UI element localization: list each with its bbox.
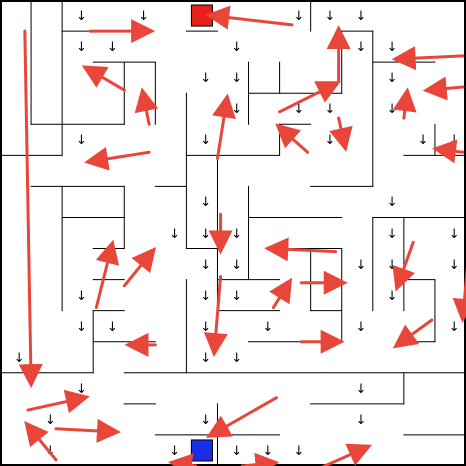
cell-down-arrow-icon: ↓ [200,412,212,428]
move-arrow [212,93,236,160]
cell-down-arrow-icon: ↓ [200,195,212,211]
move-arrow [26,389,90,414]
move-arrow [24,420,58,462]
move-arrow [168,453,198,466]
move-arrow [320,443,373,466]
cell-down-arrow-icon: ↓ [355,319,367,335]
cell-down-arrow-icon: ↓ [200,257,212,273]
cell-down-arrow-icon: ↓ [386,257,398,273]
move-arrow [392,318,434,349]
cell-down-arrow-icon: ↓ [324,102,336,118]
move-arrow [205,5,294,30]
cell-down-arrow-icon: ↓ [386,71,398,87]
move-arrow [81,65,126,92]
cell-down-arrow-icon: ↓ [293,444,305,460]
move-arrow [240,452,280,466]
cell-down-arrow-icon: ↓ [231,350,243,366]
cell-down-arrow-icon: ↓ [386,195,398,211]
cell-down-arrow-icon: ↓ [293,102,305,118]
cell-down-arrow-icon: ↓ [324,9,336,25]
cell-down-arrow-icon: ↓ [231,226,243,242]
cell-down-arrow-icon: ↓ [200,133,212,149]
move-arrow [18,29,43,389]
cell-down-arrow-icon: ↓ [293,9,305,25]
move-arrow [54,418,121,443]
cell-down-arrow-icon: ↓ [386,288,398,304]
start-square [190,439,213,462]
cell-down-arrow-icon: ↓ [355,9,367,25]
move-arrow [269,277,293,310]
move-arrow [264,237,338,262]
move-arrow [84,146,151,171]
cell-down-arrow-icon: ↓ [355,381,367,397]
cell-down-arrow-icon: ↓ [169,444,181,460]
move-arrow [432,139,465,164]
cell-down-arrow-icon: ↓ [231,444,243,460]
cell-down-arrow-icon: ↓ [231,40,243,56]
cell-down-arrow-icon: ↓ [355,412,367,428]
cell-down-arrow-icon: ↓ [75,9,87,25]
move-arrow [392,240,416,292]
move-arrow [203,274,228,358]
cell-down-arrow-icon: ↓ [75,381,87,397]
move-arrow [134,87,159,126]
cell-down-arrow-icon: ↓ [107,40,118,56]
cell-down-arrow-icon: ↓ [386,226,398,242]
cell-down-arrow-icon: ↓ [200,319,212,335]
cell-down-arrow-icon: ↓ [231,71,243,87]
cell-down-arrow-icon: ↓ [200,288,212,304]
cell-down-arrow-icon: ↓ [200,71,212,87]
move-arrow [329,116,353,152]
cell-down-arrow-icon: ↓ [75,288,87,304]
move-arrow [278,81,341,114]
cell-down-arrow-icon: ↓ [417,133,429,149]
cell-down-arrow-icon: ↓ [200,350,212,366]
cell-down-arrow-icon: ↓ [231,257,243,273]
cell-down-arrow-icon: ↓ [169,226,181,242]
move-arrow [275,123,310,154]
cell-down-arrow-icon: ↓ [75,133,87,149]
cell-down-arrow-icon: ↓ [107,319,118,335]
cell-down-arrow-icon: ↓ [231,102,243,118]
cell-down-arrow-icon: ↓ [75,319,87,335]
cell-down-arrow-icon: ↓ [262,319,274,335]
cell-down-arrow-icon: ↓ [75,40,87,56]
move-arrow [452,266,466,323]
cell-down-arrow-icon: ↓ [386,102,398,118]
move-arrow [391,46,465,71]
move-arrow [94,239,120,310]
cell-down-arrow-icon: ↓ [448,226,460,242]
move-arrow [206,396,278,438]
cell-down-arrow-icon: ↓ [262,444,274,460]
cell-down-arrow-icon: ↓ [448,257,460,273]
cell-down-arrow-icon: ↓ [13,350,25,366]
cell-down-arrow-icon: ↓ [44,412,56,428]
cell-down-arrow-icon: ↓ [355,257,367,273]
cell-down-arrow-icon: ↓ [200,226,212,242]
move-arrow [422,76,465,101]
move-arrow [122,246,157,288]
move-arrow [392,87,417,120]
cell-down-arrow-icon: ↓ [231,288,243,304]
cell-down-arrow-icon: ↓ [355,40,367,56]
cell-down-arrow-icon: ↓ [138,9,149,25]
cell-down-arrow-icon: ↓ [448,319,460,335]
